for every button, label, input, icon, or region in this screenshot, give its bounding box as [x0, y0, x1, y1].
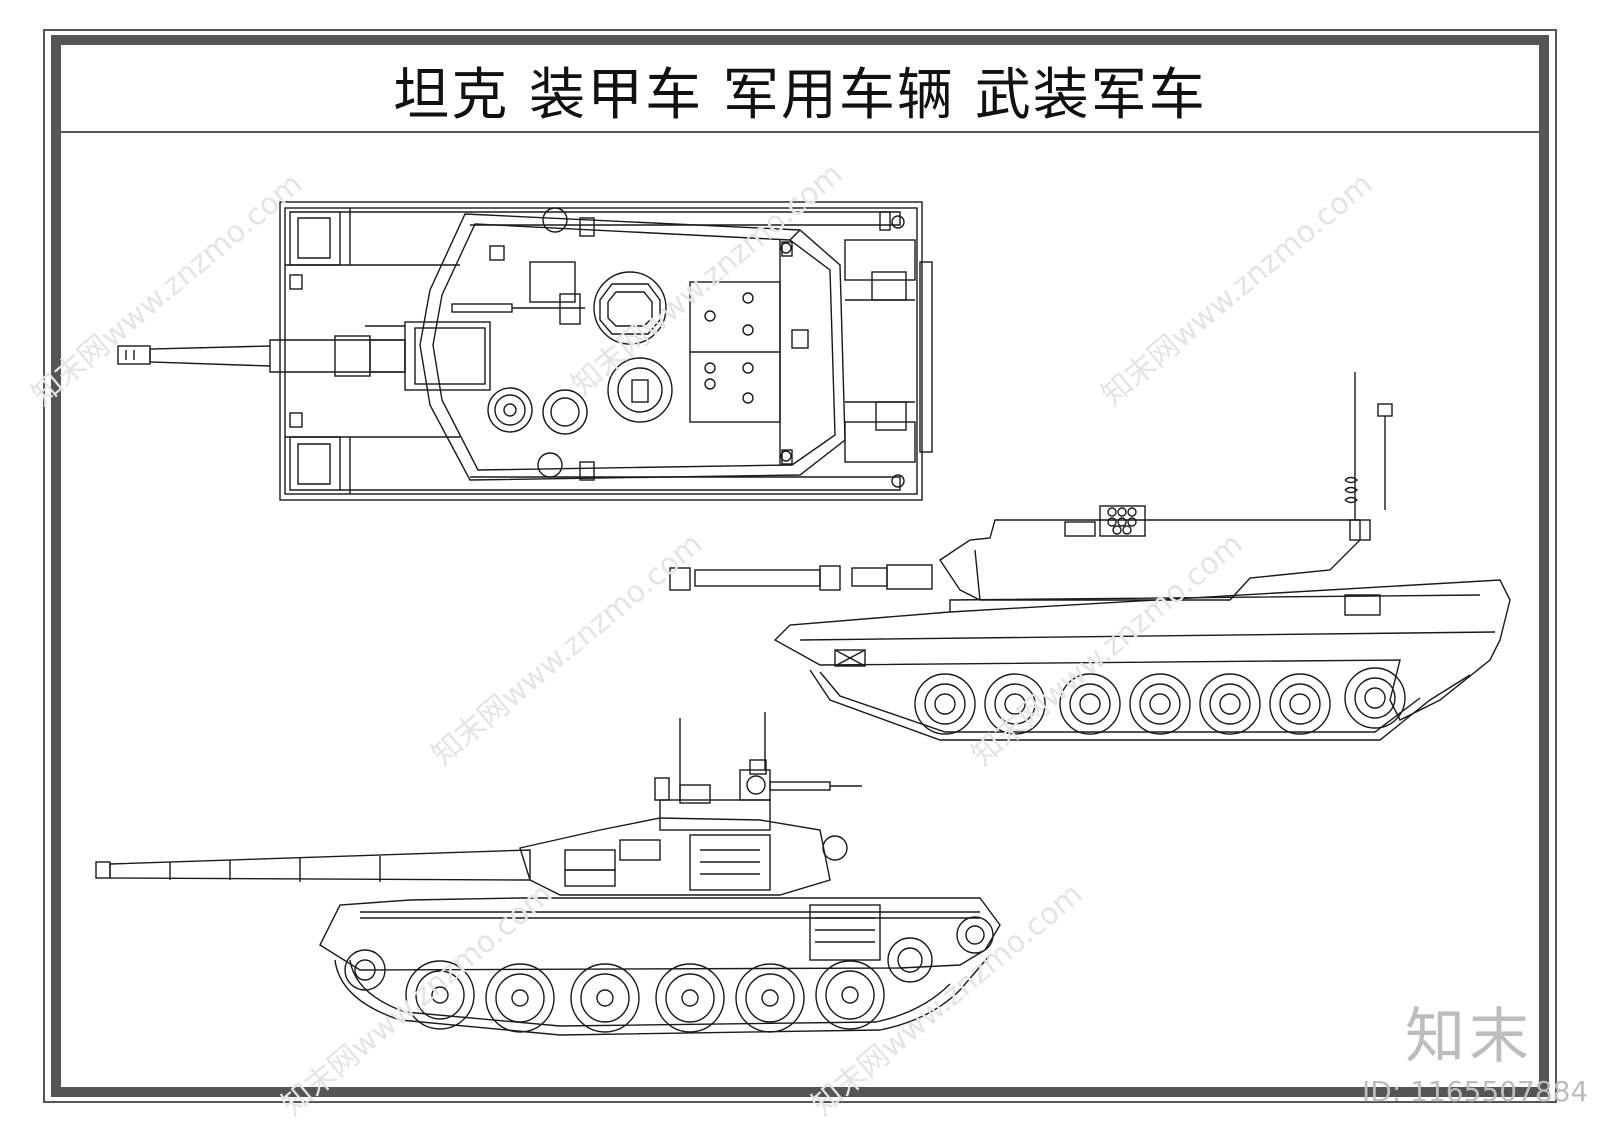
tank-side-view [669, 372, 1511, 741]
tank-top-view [117, 201, 933, 501]
road-wheels [914, 667, 1406, 735]
inner-frame [51, 35, 1549, 1097]
outer-frame [43, 29, 1557, 1103]
image-id: ID: 1165507884 [1362, 1075, 1589, 1108]
tank-side-view-reactive-armor [95, 712, 1001, 1036]
sheet-title: 坦克 装甲车 军用车辆 武装军车 [393, 62, 1207, 128]
brand-logo: 知末 [1405, 1002, 1533, 1072]
road-wheels-t72 [405, 960, 885, 1033]
